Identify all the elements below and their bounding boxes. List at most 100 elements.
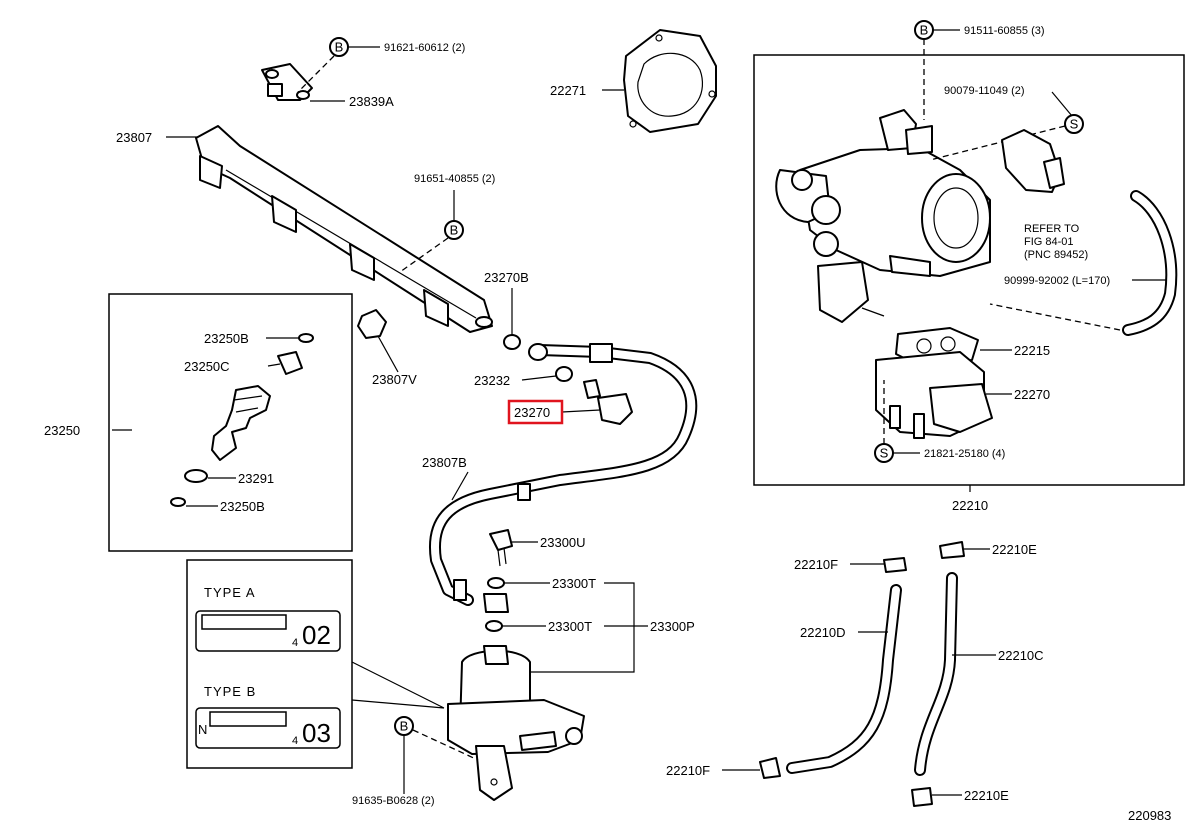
label-23250c: 23250C [184, 359, 230, 374]
marker-b-text: B [920, 23, 929, 38]
marker-b-text: B [450, 223, 459, 238]
type-frame-pointer [351, 661, 445, 709]
label-91635-b0628: 91635-B0628 (2) [352, 795, 435, 807]
label-23250: 23250 [44, 423, 80, 438]
type-a-plate [195, 610, 341, 652]
label-91651-40855: 91651-40855 (2) [414, 173, 495, 185]
throttle-position-sensor[interactable] [1001, 129, 1065, 193]
type-a-sub: 4 [292, 637, 298, 649]
fuel-delivery-pipe-23807[interactable] [195, 125, 493, 333]
throttle-body-assembly-22210[interactable] [775, 109, 991, 323]
water-hose-22210c[interactable] [914, 572, 958, 776]
label-22210: 22210 [952, 498, 988, 513]
label-22210f-bottom: 22210F [666, 763, 710, 778]
bracket-23839a[interactable] [261, 63, 313, 101]
leader [561, 409, 601, 413]
type-a-number: 02 [302, 620, 331, 650]
marker-b-text: B [400, 719, 409, 734]
fuel-hose-23807b[interactable] [429, 343, 698, 606]
clamp-22210e-bottom[interactable] [911, 787, 933, 807]
label-91621-60612: 91621-60612 (2) [384, 42, 465, 54]
label-22271: 22271 [550, 83, 586, 98]
clamp-22210f-top[interactable] [883, 557, 907, 573]
gasket-22271[interactable] [623, 29, 717, 133]
gasket-23232[interactable] [555, 366, 573, 382]
type-a-slot [201, 614, 287, 630]
leader-dash [929, 125, 1066, 161]
label-23250b-bottom: 23250B [220, 499, 265, 514]
idle-air-control-valve-22270[interactable] [875, 351, 993, 439]
leader [451, 471, 469, 501]
leader-dash [989, 303, 1121, 331]
marker-s-90079 [1064, 114, 1084, 134]
label-type-b: TYPE B [204, 684, 256, 699]
clamp-22210e-top[interactable] [939, 541, 965, 559]
label-23300u: 23300U [540, 535, 586, 550]
label-22210d: 22210D [800, 625, 846, 640]
label-22270: 22270 [1014, 387, 1050, 402]
grommet-23250c[interactable] [277, 351, 303, 375]
label-23839a: 23839A [349, 94, 394, 109]
label-90999-92002: 90999-92002 (L=170) [1004, 275, 1110, 287]
pulsation-damper-23270[interactable] [583, 379, 633, 425]
throttle-body-frame [753, 54, 1185, 486]
type-b-sub: 4 [292, 735, 298, 747]
vacuum-hose-90999[interactable] [1122, 190, 1178, 336]
label-23300t-bottom: 23300T [548, 619, 592, 634]
o-ring-23250b-bottom[interactable] [170, 497, 186, 507]
label-22215: 22215 [1014, 343, 1050, 358]
injector-frame [108, 293, 353, 552]
leader [1051, 91, 1073, 117]
leader-dash [412, 729, 479, 761]
label-23232: 23232 [474, 373, 510, 388]
label-refer-to: REFER TO [1024, 223, 1080, 235]
union-bolt-23300u[interactable] [489, 529, 513, 567]
marker-b-text: B [335, 40, 344, 55]
type-b-number: 03 [302, 718, 331, 748]
figure-number: 220983 [1128, 808, 1171, 823]
marker-s-text: S [1070, 117, 1079, 132]
label-23250b-top: 23250B [204, 331, 249, 346]
type-b-plate [195, 707, 341, 749]
gasket-23270b[interactable] [503, 334, 521, 350]
label-22210e-top: 22210E [992, 542, 1037, 557]
insulator-23291[interactable] [184, 469, 208, 483]
label-22210e-bottom: 22210E [964, 788, 1009, 803]
label-90079-11049: 90079-11049 (2) [944, 85, 1025, 97]
highlight-box-23270 [507, 399, 564, 425]
label-22210f-top: 22210F [794, 557, 838, 572]
gasket-23300t-top[interactable] [487, 577, 505, 589]
label-23807: 23807 [116, 130, 152, 145]
label-21821-25180: 21821-25180 (4) [924, 448, 1005, 460]
label-23807b: 23807B [422, 455, 467, 470]
type-b-n: N [198, 722, 207, 737]
label-23270b: 23270B [484, 270, 529, 285]
label-23300t-top: 23300T [552, 576, 596, 591]
leader [521, 375, 557, 381]
label-23270: 23270 [514, 405, 550, 420]
fuel-injector-23250[interactable] [211, 385, 271, 461]
leader [267, 363, 281, 367]
label-23300p: 23300P [650, 619, 695, 634]
label-23291: 23291 [238, 471, 274, 486]
label-pnc-89452: (PNC 89452) [1024, 249, 1088, 261]
leader-dash [297, 55, 335, 93]
cushion-23807v[interactable] [357, 309, 387, 339]
clamp-22210f-bottom[interactable] [759, 757, 781, 779]
fitting[interactable] [483, 593, 509, 613]
leader [377, 335, 399, 373]
type-frame [186, 559, 353, 769]
label-23807v: 23807V [372, 372, 417, 387]
bracket-leader-23300p [524, 582, 648, 673]
label-type-a: TYPE A [204, 585, 256, 600]
gasket-23300t-bottom[interactable] [485, 620, 503, 632]
water-hose-22210d[interactable] [786, 584, 902, 774]
type-b-slot [209, 711, 287, 727]
pressure-regulator-23300p[interactable] [447, 645, 585, 801]
o-ring-23250b-top[interactable] [298, 333, 314, 343]
label-22210c: 22210C [998, 648, 1044, 663]
label-fig-84-01: FIG 84-01 [1024, 236, 1074, 248]
marker-s-text: S [880, 446, 889, 461]
label-91511-60855: 91511-60855 (3) [964, 25, 1045, 37]
